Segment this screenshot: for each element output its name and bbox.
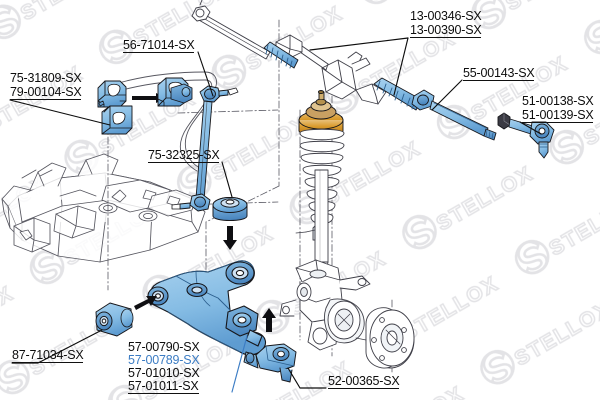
lower-ball-joint: [243, 343, 297, 383]
label-13-00390-sx[interactable]: 13-00390-SX: [410, 23, 482, 38]
label-56-71014-sx[interactable]: 56-71014-SX: [123, 38, 195, 53]
stabiliser-bushing-assembled: [157, 77, 193, 107]
label-57-01010-sx[interactable]: 57-01010-SX: [128, 366, 200, 380]
steering-rack-boot-right: [373, 77, 423, 111]
control-arm-rear-bushing: [212, 197, 248, 221]
assembly-arrow-rear-bushing: [223, 226, 237, 250]
stabiliser-link: [171, 85, 239, 212]
label-51-00138-sx[interactable]: 51-00138-SX: [522, 94, 594, 108]
label-13-00346-sx[interactable]: 13-00346-SX: [410, 9, 482, 23]
control-arm-front-bushing: [95, 302, 134, 337]
label-51-00139-sx[interactable]: 51-00139-SX: [522, 108, 594, 123]
assembly-arrow-ball-joint: [262, 308, 276, 332]
label-52-00365-sx[interactable]: 52-00365-SX: [328, 374, 400, 389]
subframe-crossmember: [1, 153, 206, 263]
label-57-01011-sx[interactable]: 57-01011-SX: [128, 379, 199, 394]
control-arm: [147, 260, 267, 356]
wheel-hub: [355, 307, 415, 369]
stabiliser-bar-bushing-lower: [101, 105, 133, 135]
label-75-32325-sx[interactable]: 75-32325-SX: [148, 148, 220, 163]
label-79-00104-sx[interactable]: 79-00104-SX: [10, 85, 82, 100]
inner-tie-rod: [411, 89, 497, 141]
steering-knuckle: [279, 259, 371, 351]
assembly-arrow-front-bushing: [134, 296, 157, 310]
label-55-00143-sx[interactable]: 55-00143-SX: [463, 66, 535, 81]
label-57-00790-sx[interactable]: 57-00790-SX: [128, 340, 200, 354]
outer-tie-rod-end: [497, 112, 555, 159]
label-75-31809-sx[interactable]: 75-31809-SX: [10, 71, 82, 85]
steering-rack-boot-left: [263, 41, 299, 69]
leader-lines: [9, 37, 542, 393]
stabiliser-bar-bushing-upper: [97, 80, 127, 108]
label-87-71034-sx[interactable]: 87-71034-SX: [12, 348, 84, 363]
label-57-00789-sx[interactable]: 57-00789-SX: [128, 353, 200, 367]
assembly-arrow-stabiliser: [132, 93, 166, 103]
